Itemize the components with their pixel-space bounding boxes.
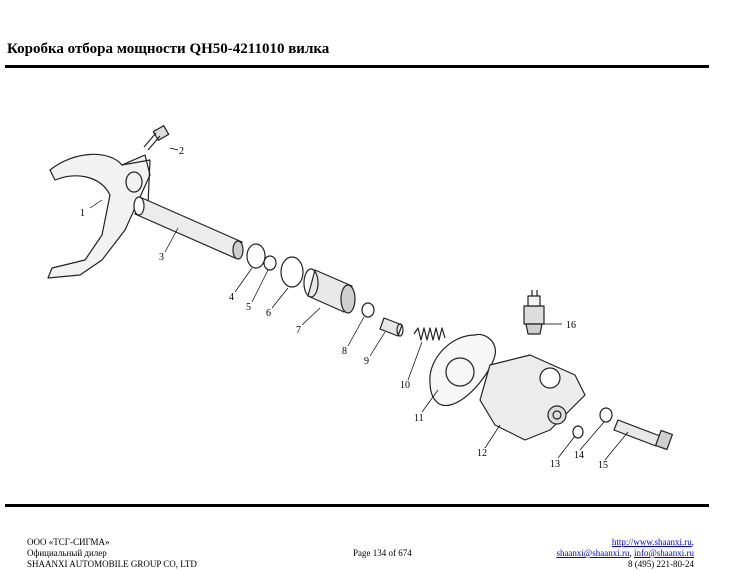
part-o-ring-4 bbox=[246, 243, 266, 269]
callout-2: 2 bbox=[179, 146, 184, 157]
part-bolt-long bbox=[613, 419, 673, 451]
part-shaft bbox=[133, 196, 244, 260]
callout-4: 4 bbox=[229, 292, 234, 303]
email-separator: , bbox=[629, 548, 634, 558]
exploded-parts-diagram: 1 2 3 4 5 6 7 8 9 10 11 12 13 14 15 16 bbox=[47, 125, 673, 471]
footer-company: ООО «ТСГ-СИГМА» Официальный дилер SHAANX… bbox=[27, 537, 197, 570]
callout-5: 5 bbox=[246, 302, 251, 313]
callout-11: 11 bbox=[414, 413, 424, 424]
part-washer-13 bbox=[572, 425, 584, 439]
callout-13: 13 bbox=[550, 459, 560, 470]
email-link-info[interactable]: info@shaanxi.ru bbox=[633, 548, 694, 558]
footer-contacts: http://www.shaanxi.ru, shaanxi@shaanxi.r… bbox=[556, 537, 694, 570]
callout-10: 10 bbox=[400, 380, 410, 391]
part-switch bbox=[523, 290, 545, 335]
website-link[interactable]: http://www.shaanxi.ru bbox=[611, 537, 692, 547]
callout-12: 12 bbox=[477, 448, 487, 459]
part-washer-5 bbox=[263, 255, 277, 271]
callout-16: 16 bbox=[566, 320, 576, 331]
part-plunger bbox=[379, 317, 404, 337]
callout-8: 8 bbox=[342, 346, 347, 357]
callout-14: 14 bbox=[574, 450, 584, 461]
callout-15: 15 bbox=[598, 460, 608, 471]
part-spring bbox=[413, 327, 446, 341]
page-title: Коробка отбора мощности QH50-4211010 вил… bbox=[7, 41, 330, 57]
footer-dealer-label: Официальный дилер bbox=[27, 548, 107, 558]
part-washer-14 bbox=[599, 407, 613, 423]
part-bolt-small bbox=[143, 125, 170, 151]
footer-rule bbox=[5, 504, 709, 507]
page-number: Page 134 of 674 bbox=[353, 548, 412, 558]
email-link-shaanxi[interactable]: shaanxi@shaanxi.ru bbox=[556, 548, 630, 558]
callout-3: 3 bbox=[159, 252, 164, 263]
header-rule bbox=[5, 65, 709, 68]
part-housing bbox=[479, 354, 586, 441]
site-suffix: , bbox=[691, 537, 694, 547]
part-shift-fork bbox=[47, 153, 151, 279]
part-washer-8 bbox=[361, 302, 375, 318]
callout-7: 7 bbox=[296, 325, 301, 336]
part-o-ring-6 bbox=[280, 256, 304, 288]
callout-6: 6 bbox=[266, 308, 271, 319]
part-sleeve bbox=[303, 268, 356, 314]
callout-1: 1 bbox=[80, 208, 85, 219]
callout-9: 9 bbox=[364, 356, 369, 367]
footer-company-name: ООО «ТСГ-СИГМА» bbox=[27, 537, 110, 547]
footer-group-name: SHAANXI AUTOMOBILE GROUP CO, LTD bbox=[27, 559, 197, 569]
phone-number: 8 (495) 221-80-24 bbox=[628, 559, 694, 569]
part-gasket bbox=[429, 333, 497, 407]
